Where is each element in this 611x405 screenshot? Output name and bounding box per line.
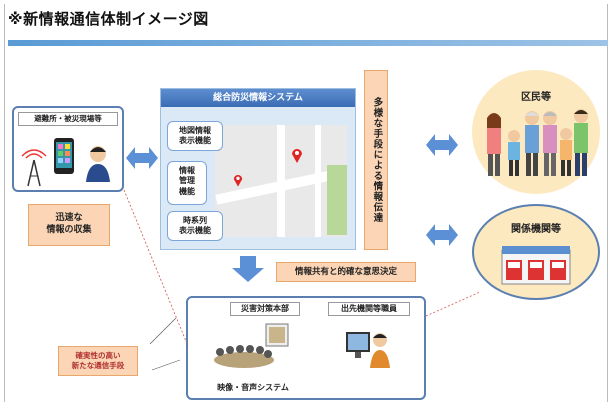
person-icon (487, 113, 501, 176)
decision-making-box: 情報共有と的確な意思決定 (276, 262, 416, 282)
diverse-transmission-box: 多様な手段による情報伝達 (364, 70, 388, 250)
bidirectional-arrow-left (126, 147, 158, 169)
shelter-label-box: 避難所・被災現場等 (18, 112, 118, 126)
info-management-label: 情報 管理 機能 (179, 166, 195, 196)
map-display (215, 125, 347, 237)
rapid-collection-box: 迅速な 情報の収集 (28, 204, 110, 246)
person-icon (86, 146, 110, 182)
diverse-transmission-text: 多様な手段による情報伝達 (371, 97, 383, 223)
park-area (327, 165, 347, 235)
page-title: ※新情報通信体制イメージ図 (8, 10, 209, 28)
shelter-box: 避難所・被災現場等 (12, 106, 124, 192)
smartphone-icon (54, 138, 74, 174)
reliable-comm-box: 確実性の高い 新たな通信手段 (58, 346, 138, 376)
person-icon (543, 111, 557, 176)
bidirectional-arrow-agencies (426, 224, 458, 246)
system-title: 総合防災情報システム (213, 93, 303, 103)
down-arrow (232, 256, 264, 282)
hq-box: 災害対策本部 出先機関等職員 映像・音声システム (186, 296, 426, 400)
hq-label-box: 災害対策本部 (230, 302, 300, 316)
title-underline (8, 40, 608, 46)
hq-label: 災害対策本部 (241, 304, 289, 313)
map-info-label: 地図情報 表示機能 (179, 126, 211, 146)
slide-frame (4, 4, 608, 402)
av-system-caption: 映像・音声システム (217, 383, 289, 392)
person-icon (574, 109, 588, 176)
map-pin-icon (292, 149, 302, 163)
bidirectional-arrow-residents (426, 134, 458, 156)
family-illustration (487, 109, 588, 176)
agencies-circle: 関係機関等 (472, 204, 600, 300)
field-staff-label-box: 出先機関等職員 (328, 302, 410, 316)
shelter-illustration (21, 138, 110, 187)
info-management-function: 情報 管理 機能 (167, 161, 207, 205)
fire-station-icon (501, 246, 571, 285)
person-icon (525, 111, 539, 176)
agencies-label: 関係機関等 (511, 224, 561, 235)
shelter-label: 避難所・被災現場等 (34, 114, 102, 123)
timeline-function: 時系列 表示機能 (167, 211, 223, 241)
rapid-collection-line1: 迅速な (55, 213, 83, 223)
computer-user-icon (346, 332, 390, 368)
timeline-label: 時系列 表示機能 (179, 216, 211, 236)
field-staff-label: 出先機関等職員 (341, 304, 397, 313)
map-info-function: 地図情報 表示機能 (167, 121, 223, 151)
decision-making-text: 情報共有と的確な意思決定 (294, 267, 397, 277)
person-icon (560, 128, 572, 176)
residents-circle: 区民等 (472, 70, 600, 194)
residents-label: 区民等 (521, 92, 551, 103)
reliable-comm-line2: 新たな通信手段 (71, 361, 125, 371)
reliable-comm-line1: 確実性の高い (75, 351, 121, 360)
map-pin-icon (233, 175, 243, 187)
rapid-collection-line2: 情報の収集 (46, 225, 92, 236)
person-icon (508, 130, 520, 176)
disaster-info-system-panel: 総合防災情報システム 地図情報 表示機能 情報 管理 機能 時系列 表示機能 (160, 88, 356, 250)
conference-room-icon (214, 323, 289, 368)
antenna-icon (21, 149, 47, 187)
system-title-bar: 総合防災情報システム (161, 89, 355, 107)
